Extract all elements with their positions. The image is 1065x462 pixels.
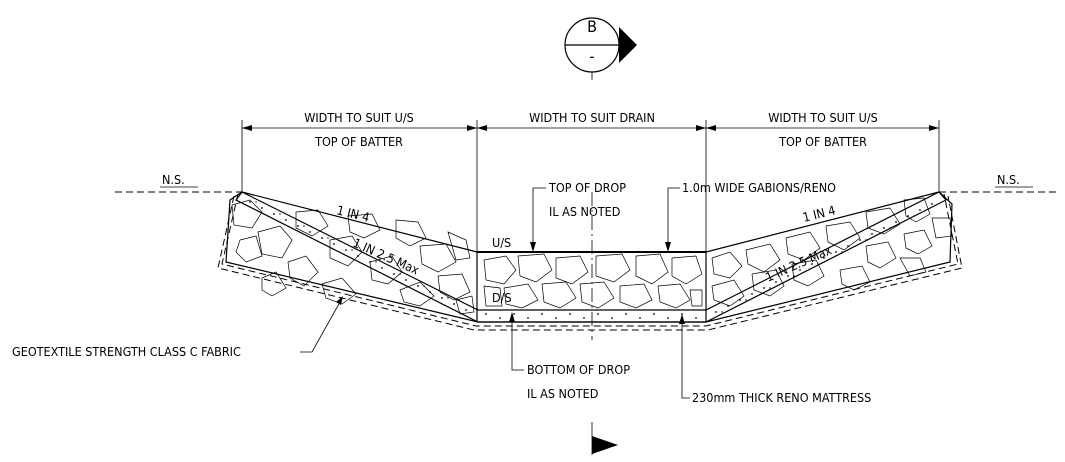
slope-top-left: 1 IN 4 xyxy=(335,202,371,225)
bottom-of-drop-leader xyxy=(509,312,524,371)
gabions-label: 1.0m WIDE GABIONS/RENO xyxy=(682,180,836,195)
dim-right-line2: TOP OF BATTER xyxy=(778,134,867,149)
geotextile-leader xyxy=(300,296,343,353)
slope-bottom-right: 1 IN 2.5 Max xyxy=(763,242,834,285)
bottom-drop-label-1: BOTTOM OF DROP xyxy=(527,362,630,377)
ds-label: D/S xyxy=(492,290,512,305)
gabions-leader xyxy=(665,187,680,252)
dim-left-line2: TOP OF BATTER xyxy=(314,134,403,149)
bottom-drop-label-2: IL AS NOTED xyxy=(527,386,598,401)
top-of-drop-leader xyxy=(530,187,546,252)
dim-left-line1: WIDTH TO SUIT U/S xyxy=(304,110,414,125)
section-marker-top: B - xyxy=(564,17,637,80)
reno-leader xyxy=(679,314,690,399)
geotextile-label: GEOTEXTILE STRENGTH CLASS C FABRIC xyxy=(12,344,241,359)
dim-right-line1: WIDTH TO SUIT U/S xyxy=(768,110,878,125)
geotextile-fabric xyxy=(217,193,963,331)
ns-right-label: N.S. xyxy=(997,172,1020,187)
us-label: U/S xyxy=(492,235,511,250)
slope-bottom-left: 1 IN 2.5 Max xyxy=(351,235,422,278)
dim-center: WIDTH TO SUIT DRAIN xyxy=(529,110,655,125)
top-drop-label-1: TOP OF DROP xyxy=(548,180,626,195)
slope-top-right: 1 IN 4 xyxy=(801,202,837,225)
top-drop-label-2: IL AS NOTED xyxy=(549,204,620,219)
natural-surface xyxy=(115,186,1060,193)
section-marker-bottom-arrow xyxy=(591,422,618,455)
gabion-rock-fill xyxy=(231,197,953,315)
reno-label: 230mm THICK RENO MATTRESS xyxy=(692,390,871,405)
reno-mattress xyxy=(235,191,947,323)
section-sheet: - xyxy=(589,47,594,66)
section-letter: B xyxy=(587,17,597,36)
ns-left-label: N.S. xyxy=(162,172,185,187)
dimension-line xyxy=(241,120,940,252)
